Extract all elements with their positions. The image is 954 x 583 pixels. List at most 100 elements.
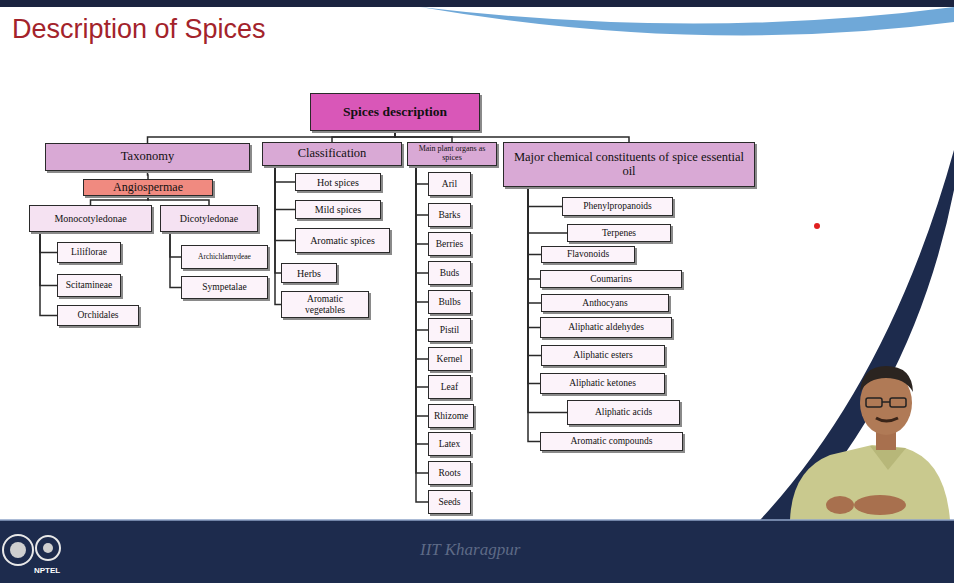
node-text: Classification bbox=[298, 147, 367, 161]
tree-connector bbox=[170, 232, 181, 288]
tree-connector bbox=[91, 196, 149, 205]
logo-caption: NPTEL bbox=[34, 566, 60, 575]
node-text: Angiospermae bbox=[113, 181, 183, 194]
node-text: Terpenes bbox=[602, 228, 636, 238]
tree-connector bbox=[416, 166, 428, 359]
tree-connector bbox=[416, 166, 428, 273]
tree-connector bbox=[528, 187, 540, 442]
class-box: Aromatic vegetables bbox=[281, 291, 369, 318]
tree-connector bbox=[395, 131, 629, 142]
class-box: Hot spices bbox=[295, 173, 381, 191]
constituent-box: Aromatic compounds bbox=[540, 432, 683, 451]
tree-connector bbox=[40, 232, 57, 286]
nptel-logo bbox=[36, 536, 60, 560]
tree-connector bbox=[148, 196, 209, 205]
node-text: Rhizome bbox=[434, 411, 468, 421]
tree-connector bbox=[275, 166, 295, 210]
node-text: Anthocyans bbox=[582, 298, 627, 308]
category-box: Taxonomy bbox=[45, 143, 250, 171]
node-text: Latex bbox=[439, 439, 461, 449]
node-text: Coumarins bbox=[590, 274, 632, 284]
taxon-box: Angiospermae bbox=[83, 179, 213, 196]
tree-connector bbox=[528, 187, 540, 279]
organ-box: Pistil bbox=[428, 318, 471, 342]
root-box: Spices description bbox=[310, 93, 480, 131]
tree-connector bbox=[416, 166, 428, 244]
taxon-box: Dicotyledonae bbox=[160, 205, 258, 232]
tree-connector bbox=[170, 232, 181, 257]
node-text: Berries bbox=[436, 239, 463, 249]
tree-connector bbox=[416, 166, 428, 502]
tree-connector bbox=[275, 166, 281, 305]
constituent-box: Aliphatic ketones bbox=[540, 373, 665, 394]
watermark: IIT Kharagpur bbox=[420, 540, 520, 560]
node-text: Aliphatic aldehydes bbox=[568, 322, 644, 332]
organ-box: Rhizome bbox=[428, 404, 474, 428]
node-text: Herbs bbox=[297, 268, 321, 279]
node-text: Major chemical constituents of spice ess… bbox=[509, 151, 749, 179]
organ-box: Buds bbox=[428, 261, 471, 285]
tree-connector bbox=[528, 187, 540, 328]
tree-connector bbox=[528, 187, 540, 384]
constituent-box: Coumarins bbox=[540, 270, 682, 288]
category-box: Major chemical constituents of spice ess… bbox=[503, 142, 755, 187]
taxon-leaf-box: Archichlamydeae bbox=[181, 245, 268, 269]
tree-connector bbox=[332, 131, 395, 142]
tree-connector bbox=[416, 166, 428, 184]
node-text: Monocotyledonae bbox=[54, 213, 126, 224]
node-text: Seeds bbox=[438, 497, 460, 507]
node-text: Bulbs bbox=[438, 297, 460, 307]
tree-connector bbox=[275, 166, 295, 182]
tree-connector bbox=[40, 232, 57, 253]
taxon-leaf-box: Liliflorae bbox=[57, 242, 121, 263]
node-text: Archichlamydeae bbox=[198, 253, 251, 261]
tree-connector bbox=[416, 166, 428, 330]
node-text: Scitamineae bbox=[66, 280, 112, 290]
constituent-box: Flavonoids bbox=[541, 246, 635, 263]
organ-box: Barks bbox=[428, 203, 471, 227]
node-text: Buds bbox=[440, 268, 460, 278]
constituent-box: Aliphatic esters bbox=[541, 345, 665, 366]
taxon-leaf-box: Orchidales bbox=[57, 305, 139, 326]
node-text: Aromatic vegetables bbox=[287, 294, 363, 315]
tree-connector bbox=[40, 232, 57, 316]
taxon-leaf-box: Scitamineae bbox=[57, 274, 121, 297]
node-text: Spices description bbox=[343, 105, 447, 120]
iit-logo bbox=[3, 535, 33, 565]
tree-connector bbox=[416, 166, 428, 473]
node-text: Sympetalae bbox=[202, 282, 246, 292]
node-text: Roots bbox=[438, 468, 460, 478]
tree-connector bbox=[416, 166, 428, 416]
slide-title: Description of Spices bbox=[12, 14, 266, 45]
node-text: Pistil bbox=[440, 325, 460, 335]
taxon-box: Monocotyledonae bbox=[29, 205, 152, 232]
node-text: Taxonomy bbox=[121, 150, 174, 164]
tree-connector bbox=[528, 187, 541, 255]
node-text: Main plant organs as spices bbox=[413, 145, 491, 163]
node-text: Flavonoids bbox=[567, 249, 609, 259]
taxon-leaf-box: Sympetalae bbox=[181, 276, 268, 299]
organ-box: Aril bbox=[428, 172, 471, 196]
top-band bbox=[0, 0, 954, 7]
organ-box: Roots bbox=[428, 461, 471, 485]
tree-connector bbox=[416, 166, 428, 215]
bottom-bar-rule bbox=[0, 519, 954, 521]
laser-dot bbox=[814, 223, 820, 229]
node-text: Aromatic compounds bbox=[570, 436, 652, 446]
constituent-box: Phenylpropanoids bbox=[562, 197, 673, 216]
bottom-bar bbox=[0, 520, 954, 583]
category-box: Main plant organs as spices bbox=[407, 142, 497, 166]
node-text: Aliphatic ketones bbox=[569, 378, 636, 388]
node-text: Mild spices bbox=[315, 204, 361, 215]
organ-box: Leaf bbox=[428, 375, 471, 399]
node-text: Aril bbox=[442, 179, 457, 189]
organ-box: Bulbs bbox=[428, 290, 471, 314]
organ-box: Latex bbox=[428, 432, 471, 456]
organ-box: Kernel bbox=[428, 347, 471, 371]
side-swoosh bbox=[760, 150, 954, 520]
organ-box: Seeds bbox=[428, 490, 471, 514]
class-box: Aromatic spices bbox=[295, 228, 390, 253]
